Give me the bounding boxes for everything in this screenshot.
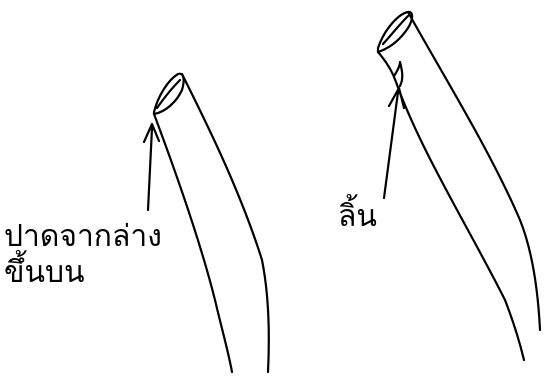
left-label-line1: ปาดจากล่าง bbox=[4, 219, 162, 254]
right-label: ลิ้น bbox=[338, 199, 377, 234]
right-stem bbox=[376, 10, 542, 362]
left-stem bbox=[142, 72, 270, 374]
left-label-line2: ขึ้นบน bbox=[4, 255, 85, 290]
